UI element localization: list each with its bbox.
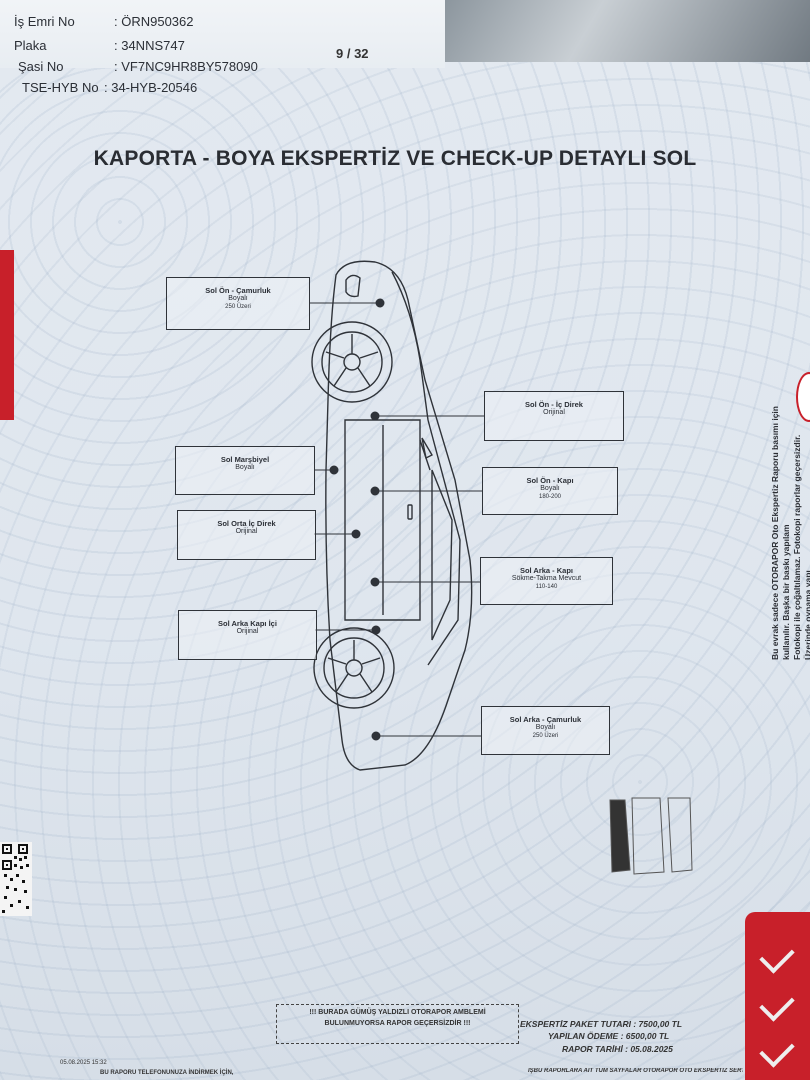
part-name: Sol Arka Kapı İçi	[218, 619, 277, 628]
header-strip	[0, 0, 445, 68]
part-box-rear-door-inner: Sol Arka Kapı İçi Orijinal	[178, 610, 317, 660]
report-date-value: 05.08.2025	[630, 1043, 673, 1054]
part-extra: 250 Üzeri	[532, 733, 559, 740]
plate-label: Plaka	[14, 38, 47, 53]
part-extra: 110-140	[535, 584, 558, 591]
side-notice-line2: Fotokopi ile çoğaltılamaz. Fotokopi rapo…	[792, 434, 810, 660]
paid-value: 6500,00 TL	[625, 1031, 670, 1042]
notice-line2: BULUNMUYORSA RAPOR GEÇERSİZDİR !!!	[324, 1019, 471, 1027]
part-name: Sol Ön - İç Direk	[525, 400, 583, 409]
part-status: Boyalı	[540, 485, 560, 493]
side-notice: Bu evrak sadece OTORAPOR Oto Ekspertiz R…	[770, 400, 810, 660]
chassis-value: : VF7NC9HR8BY578090	[114, 59, 258, 74]
side-notice-line1: Bu evrak sadece OTORAPOR Oto Ekspertiz R…	[770, 406, 792, 660]
footer-download-text: BU RAPORU TELEFONUNUZA İNDİRMEK İÇİN,	[100, 1070, 234, 1076]
work-order-value: : ÖRN950362	[114, 14, 194, 29]
plate-value: : 34NNS747	[114, 38, 185, 53]
report-date-label: RAPOR TARİHİ :	[562, 1043, 628, 1054]
package-fee-row: EKSPERTİZ PAKET TUTARI : 7500,00 TL	[520, 1018, 682, 1030]
part-status: Orijinal	[235, 528, 258, 536]
paid-row: YAPILAN ÖDEME : 6500,00 TL	[520, 1030, 682, 1042]
part-status: Boyalı	[228, 295, 248, 303]
part-name: Sol Ön - Çamurluk	[205, 286, 271, 295]
part-box-front-left-fender: Sol Ön - Çamurluk Boyalı 250 Üzeri	[166, 277, 310, 330]
part-name: Sol Marşbiyel	[220, 455, 270, 464]
report-date-row: RAPOR TARİHİ : 05.08.2025	[520, 1043, 682, 1055]
part-extra: 250 Üzeri	[225, 304, 251, 311]
footer-cert-text: İŞBU RAPORLARA AİT TÜM SAYFALAR OTORAPOR…	[528, 1068, 743, 1074]
package-fee-value: 7500,00 TL	[638, 1019, 683, 1029]
tse-value: : 34-HYB-20546	[104, 80, 198, 95]
package-fee-label: EKSPERTİZ PAKET TUTARI :	[520, 1019, 637, 1029]
notice-line1: !!! BURADA GÜMÜŞ YALDIZLI OTORAPOR AMBLE…	[309, 1009, 486, 1016]
part-status: Boyalı	[235, 464, 255, 472]
page-number: 9 / 32	[336, 46, 369, 61]
qr-code-icon	[0, 842, 32, 916]
part-status: Boyalı	[535, 724, 556, 732]
part-name: Sol Orta İç Direk	[217, 519, 276, 528]
part-box-front-inner-pillar: Sol Ön - İç Direk Orijinal	[484, 391, 624, 441]
part-status: Sökme-Takma Mevcut	[511, 575, 582, 583]
chassis-label: Şasi No	[18, 59, 64, 74]
tse-label: TSE-HYB No	[22, 80, 99, 95]
silver-emblem-notice: !!! BURADA GÜMÜŞ YALDIZLI OTORAPOR AMBLE…	[276, 1004, 519, 1044]
report-sheet	[0, 62, 810, 1080]
page-title: KAPORTA - BOYA EKSPERTİZ VE CHECK-UP DET…	[93, 147, 697, 170]
brand-card	[745, 912, 810, 1080]
part-box-rear-door: Sol Arka - Kapı Sökme-Takma Mevcut 110-1…	[480, 557, 613, 605]
footer-timestamp: 05.08.2025 15:32	[60, 1060, 107, 1066]
part-box-rear-fender: Sol Arka - Çamurluk Boyalı 250 Üzeri	[481, 706, 610, 755]
red-tab	[0, 250, 14, 420]
fee-summary: EKSPERTİZ PAKET TUTARI : 7500,00 TL YAPI…	[520, 1018, 682, 1055]
part-box-front-door: Sol Ön - Kapı Boyalı 180-200	[482, 467, 618, 515]
part-status: Orijinal	[236, 628, 259, 636]
paid-label: YAPILAN ÖDEME :	[548, 1031, 624, 1042]
work-order-label: İş Emri No	[14, 14, 75, 29]
part-status: Orijinal	[543, 409, 565, 417]
part-name: Sol Arka - Kapı	[519, 566, 574, 575]
part-name: Sol Arka - Çamurluk	[509, 715, 582, 724]
part-box-rocker-panel: Sol Marşbiyel Boyalı	[175, 446, 315, 495]
background-photo	[440, 0, 810, 70]
part-extra: 180-200	[538, 494, 562, 501]
part-name: Sol Ön - Kapı	[526, 476, 574, 485]
part-box-middle-pillar: Sol Orta İç Direk Orijinal	[177, 510, 316, 560]
